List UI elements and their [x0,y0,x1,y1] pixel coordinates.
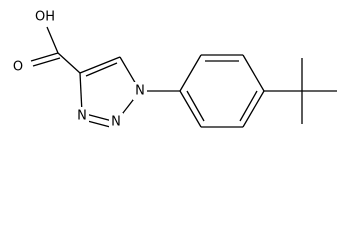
bond-n3-c4 [79,72,83,114]
atom-label-n2: N [111,115,121,130]
bond-ph-1 [179,54,202,92]
bond-c-o-double-a [30,52,59,62]
atom-hydroxyl: OH [32,8,58,26]
bond-c-oh [46,26,59,54]
bond-c-o-double-b [32,57,61,67]
atom-n2: N [109,113,123,131]
atom-n3: N [75,107,89,125]
atom-label-n3: N [77,109,87,124]
atom-label-oh: OH [35,10,55,25]
bond-ph-4 [242,90,265,128]
structural-formula: OH O N N N [10,8,337,131]
bond-ph-inner-2 [239,90,258,122]
bond-ph-6 [179,90,202,128]
atom-layer: OH O N N N [10,8,147,131]
bond-c4-c5-inner [85,62,118,77]
atom-n1: N [133,82,147,100]
bond-ph-3 [242,54,265,92]
atom-label-o: O [13,60,23,75]
atom-carbonyl-oxygen: O [10,58,26,76]
bond-c-c4 [57,52,81,74]
atom-label-n1: N [135,84,145,99]
bond-ph-inner-3 [186,90,205,122]
bond-c4-c5 [79,56,121,74]
